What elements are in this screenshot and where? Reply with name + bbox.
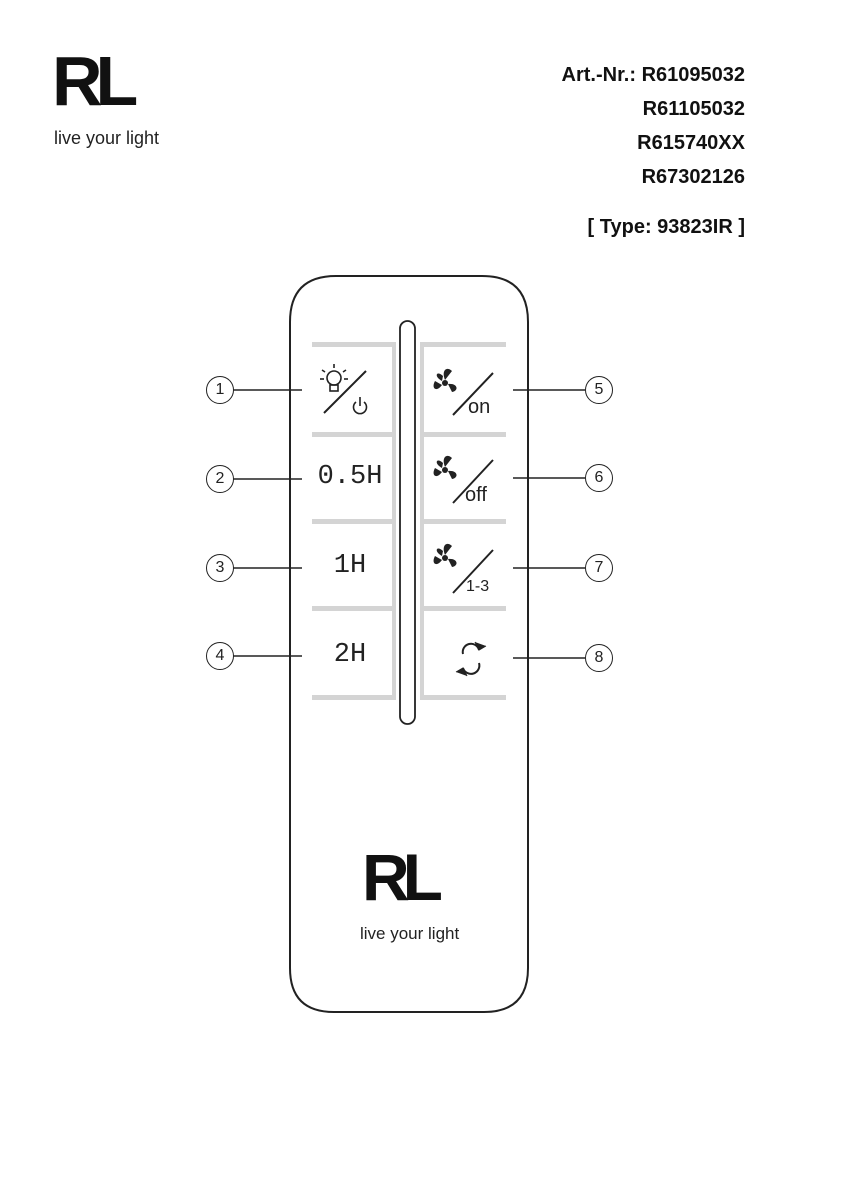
article-number: R67302126	[641, 166, 745, 188]
fan-on-subscript: on	[468, 396, 491, 418]
remote-center-slot	[399, 320, 416, 725]
article-row-1: Art.-Nr.: R61095032	[562, 58, 745, 92]
fan-icon	[433, 455, 457, 479]
article-number: R615740XX	[637, 132, 745, 154]
fan-icon	[433, 368, 457, 392]
callout-number-2: 2	[206, 465, 234, 493]
slash-off	[452, 459, 494, 504]
callout-number-5: 5	[585, 376, 613, 404]
timer-0-5h-label: 0.5H	[317, 462, 383, 492]
remote-logo-letters: RL	[362, 840, 443, 914]
light-bulb-power-icon	[320, 364, 368, 415]
brand-tagline: live your light	[54, 128, 160, 148]
brand-logo-letters: RL	[52, 42, 138, 120]
reverse-arrows-icon	[455, 641, 487, 677]
fan-speed-subscript: 1-3	[466, 578, 490, 595]
slash-speed	[452, 549, 494, 594]
callout-number-1: 1	[206, 376, 234, 404]
fan-off-subscript: off	[465, 484, 487, 506]
brand-logo: RL live your light	[52, 46, 182, 152]
slash-on	[452, 372, 494, 416]
timer-2h-label: 2H	[333, 640, 367, 670]
callout-number-8: 8	[585, 644, 613, 672]
article-numbers: Art.-Nr.: R61095032 R61105032 R615740XX …	[562, 58, 745, 194]
article-number: R61095032	[641, 64, 745, 86]
fan-icon	[433, 543, 457, 567]
callout-number-7: 7	[585, 554, 613, 582]
article-label: Art.-Nr.:	[561, 64, 636, 86]
remote-logo-tagline: live your light	[360, 924, 460, 943]
callout-lines	[233, 389, 585, 659]
type-designation: [ Type: 93823IR ]	[587, 216, 745, 238]
callout-number-3: 3	[206, 554, 234, 582]
callout-number-4: 4	[206, 642, 234, 670]
remote-logo: RL live your light	[358, 844, 478, 948]
article-number: R61105032	[642, 98, 745, 120]
separator-lines	[312, 342, 506, 700]
callout-number-6: 6	[585, 464, 613, 492]
timer-1h-label: 1H	[333, 551, 367, 581]
